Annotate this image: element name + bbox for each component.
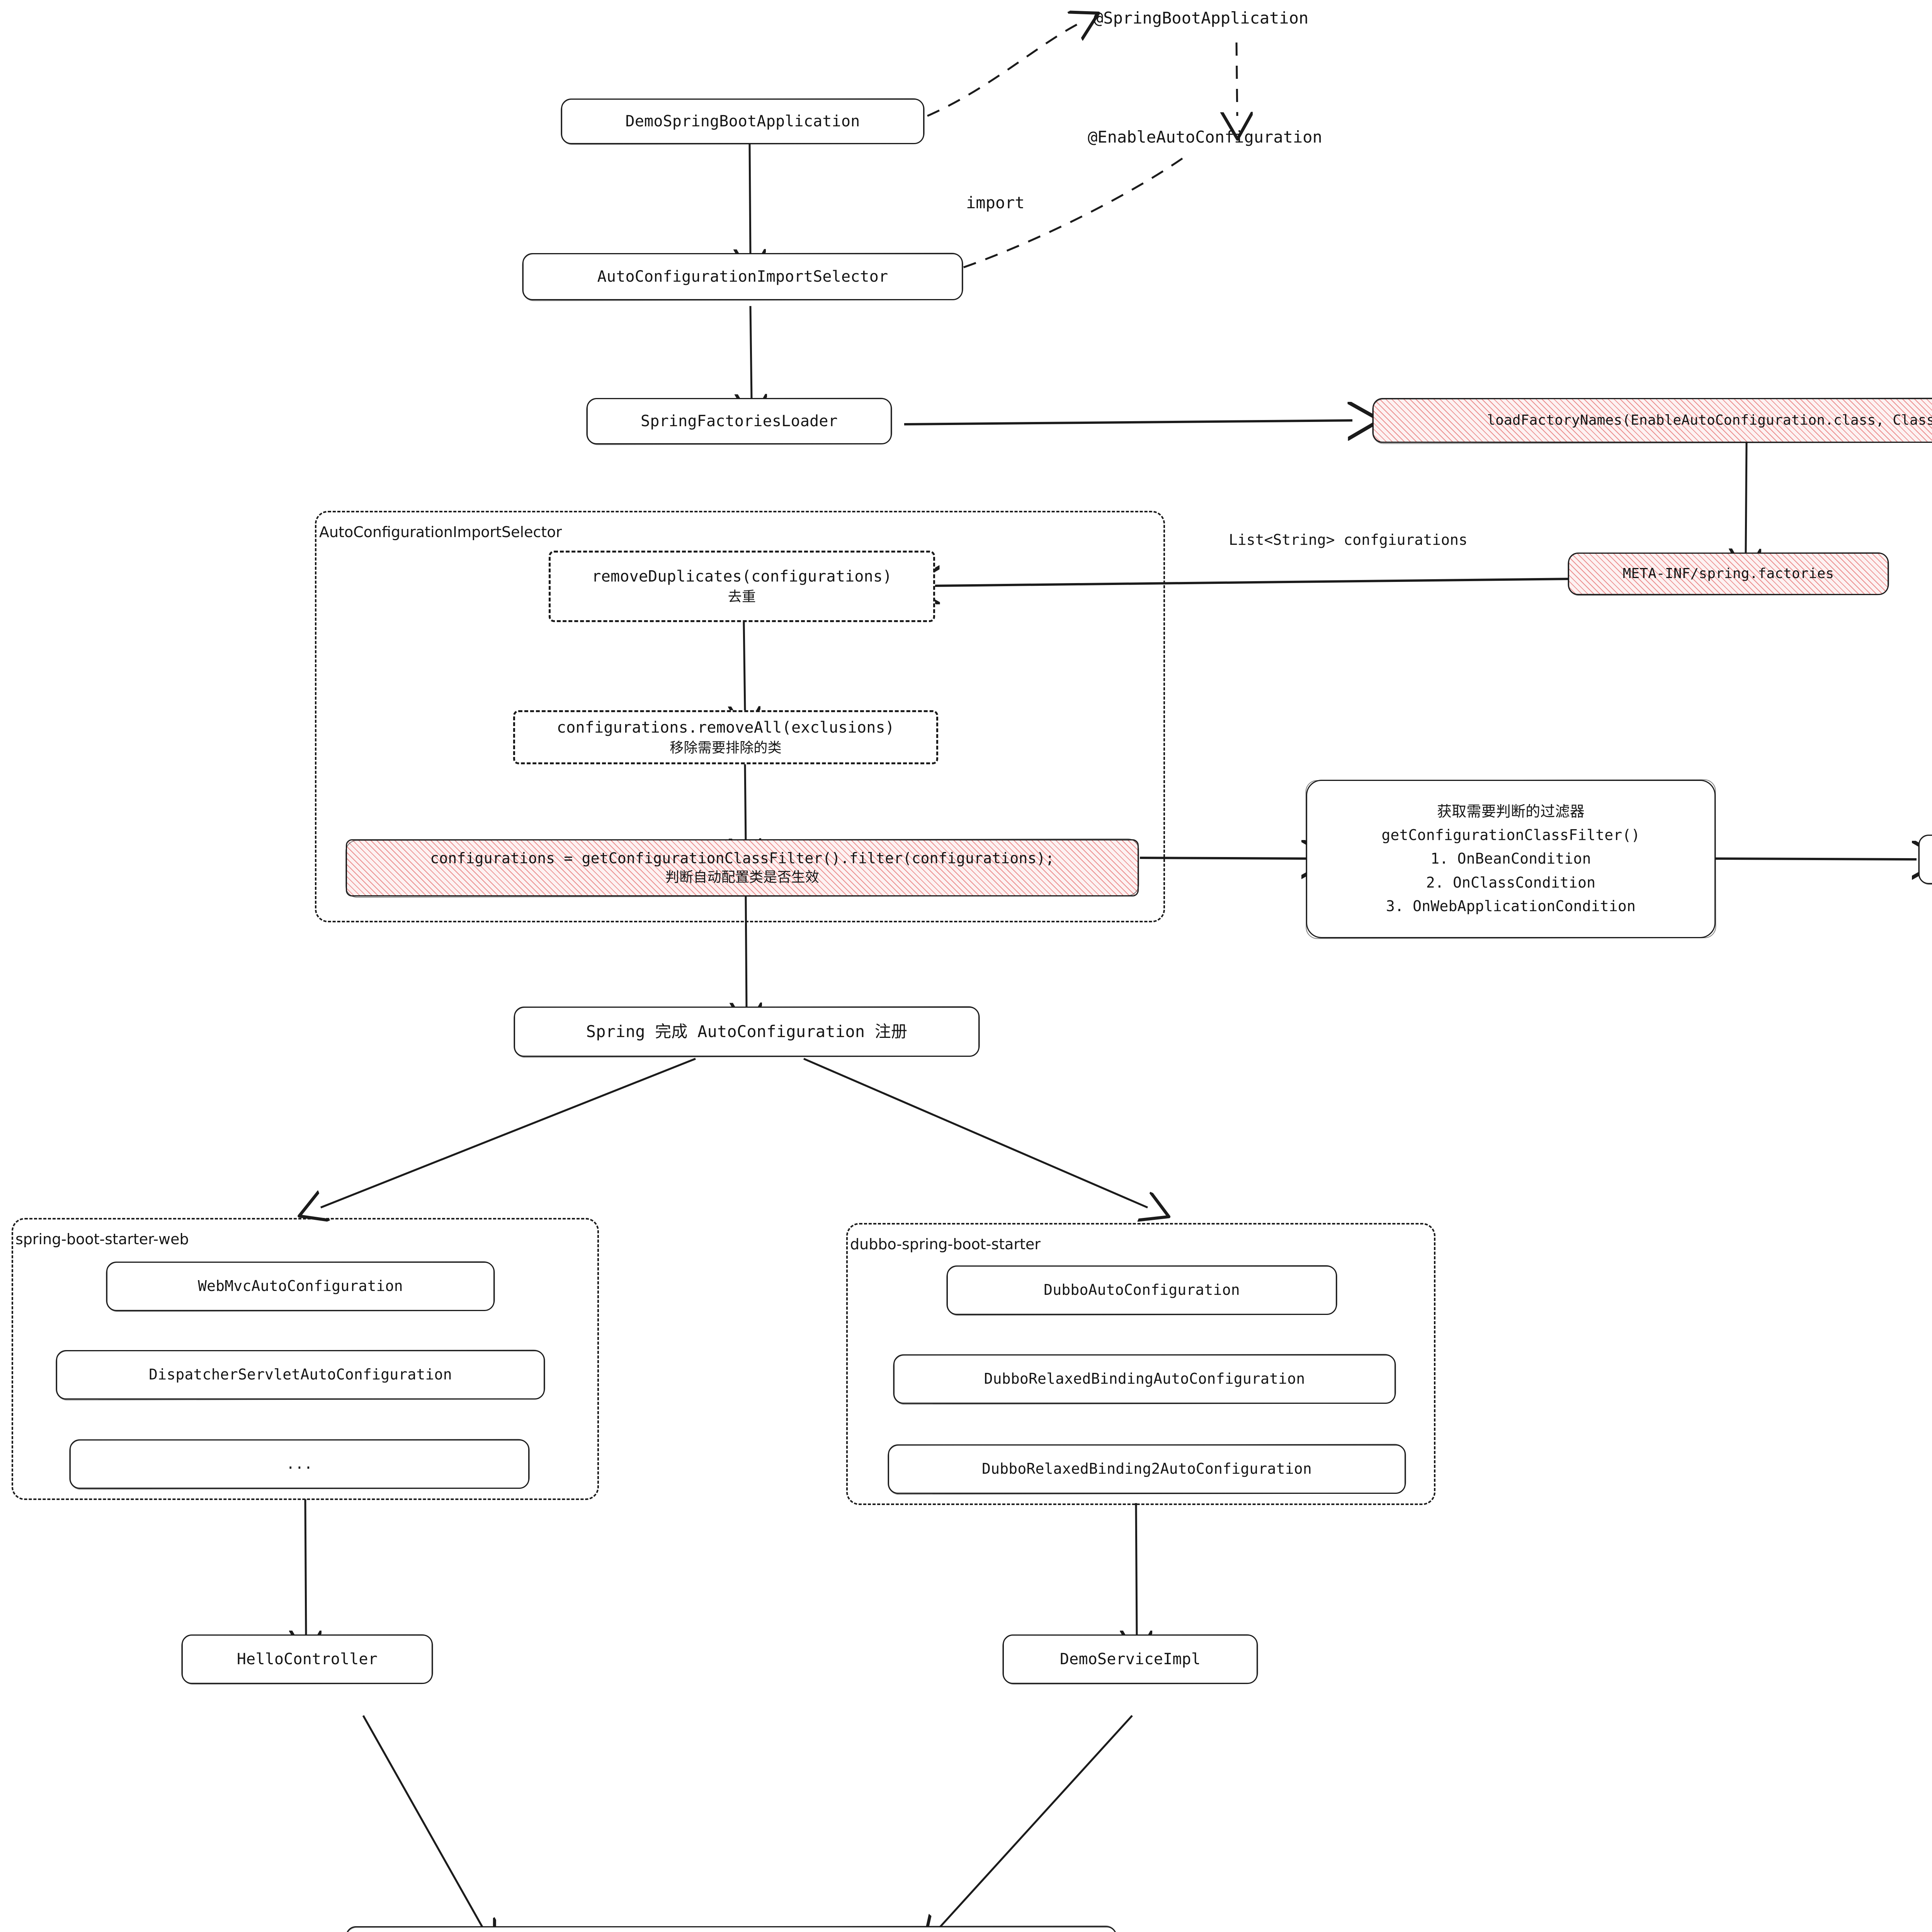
node-label-line1: removeDuplicates(configurations) [592,568,892,586]
label-enable-auto-configuration: @EnableAutoConfiguration [1088,128,1322,146]
node-load-factory-names[interactable]: loadFactoryNames(EnableAutoConfiguration… [1372,398,1932,443]
node-meta-inf-spring-factories[interactable]: META-INF/spring.factories [1568,553,1889,595]
label-list-configurations: List<String> confgiurations [1229,531,1468,548]
filter-detail-line3: 1. OnBeanCondition [1430,850,1591,867]
node-label: DemoServiceImpl [1060,1650,1201,1668]
node-label-line2: 判断自动配置类是否生效 [665,869,820,886]
node-hello-controller[interactable]: HelloController [182,1634,433,1684]
label-spring-boot-application: @SpringBootApplication [1094,9,1309,27]
node-get-configuration-class-filter[interactable]: 获取需要判断的过滤器 getConfigurationClassFilter()… [1306,780,1716,938]
filter-detail-line2: getConfigurationClassFilter() [1381,827,1640,844]
node-spring-autoconfiguration-register[interactable]: Spring 完成 AutoConfiguration 注册 [514,1007,980,1057]
label-import: import [966,193,1025,212]
filter-detail-line1: 获取需要判断的过滤器 [1437,803,1585,820]
node-webmvc-autoconfiguration[interactable]: WebMvcAutoConfiguration [106,1262,495,1311]
node-label-line1: configurations = getConfigurationClassFi… [430,850,1054,867]
node-remove-duplicates[interactable]: removeDuplicates(configurations) 去重 [549,551,935,622]
group-auto-configuration-import-selector [315,511,1165,922]
node-label: WebMvcAutoConfiguration [198,1277,403,1295]
node-label: DemoSpringBootApplication [625,112,860,130]
node-configuration-class-filter[interactable]: configurations = getConfigurationClassFi… [346,839,1139,896]
node-demo-spring-boot-application[interactable]: DemoSpringBootApplication [561,99,924,144]
node-label: SpringFactoriesLoader [641,412,838,430]
node-demo-service-impl[interactable]: DemoServiceImpl [1003,1634,1258,1684]
node-label: HelloController [236,1650,378,1668]
node-label: DubboAutoConfiguration [1044,1281,1240,1299]
group-label-web-starter: spring-boot-starter-web [14,1231,190,1248]
node-label: DubboRelaxedBindingAutoConfiguration [984,1370,1305,1388]
group-label-selector: AutoConfigurationImportSelector [318,524,564,541]
node-ellipsis[interactable]: ... [70,1439,529,1489]
node-label-line2: 去重 [728,589,756,605]
node-dubbo-autoconfiguration[interactable]: DubboAutoConfiguration [947,1265,1337,1315]
node-dispatcher-servlet-autoconfiguration[interactable]: DispatcherServletAutoConfiguration [56,1350,545,1400]
node-configurations-remove-all[interactable]: configurations.removeAll(exclusions) 移除需… [513,710,938,764]
node-label: Spring 完成 AutoConfiguration 注册 [586,1022,908,1041]
group-spring-boot-starter-web [12,1218,599,1500]
node-execute-filter[interactable]: 执行 filter 方法进行过滤 [1918,835,1932,884]
node-spring-factories-loader[interactable]: SpringFactoriesLoader [587,398,892,444]
group-label-dubbo-starter: dubbo-spring-boot-starter [849,1236,1042,1253]
node-label-line1: configurations.removeAll(exclusions) [556,718,895,736]
filter-detail-line4: 2. OnClassCondition [1426,874,1596,891]
node-dubbo-relaxed-binding-autoconfiguration[interactable]: DubboRelaxedBindingAutoConfiguration [893,1354,1396,1404]
node-label: AutoConfigurationImportSelector [597,268,888,286]
node-label-line2: 移除需要排除的类 [670,740,782,756]
group-dubbo-spring-boot-starter [846,1223,1435,1505]
node-label: DubboRelaxedBinding2AutoConfiguration [982,1460,1312,1478]
node-auto-configuration-import-selector[interactable]: AutoConfigurationImportSelector [522,253,963,300]
node-label: META-INF/spring.factories [1622,565,1834,582]
node-dubbo-relaxed-binding2-autoconfiguration[interactable]: DubboRelaxedBinding2AutoConfiguration [888,1444,1406,1494]
node-label: loadFactoryNames(EnableAutoConfiguration… [1487,412,1932,428]
node-bean-init[interactable]: 完成 Bean 初始化注入Spring IOC 容器 [346,1926,1117,1932]
filter-detail-line5: 3. OnWebApplicationCondition [1386,897,1636,915]
node-label: ... [286,1455,313,1473]
node-label: DispatcherServletAutoConfiguration [149,1366,452,1383]
